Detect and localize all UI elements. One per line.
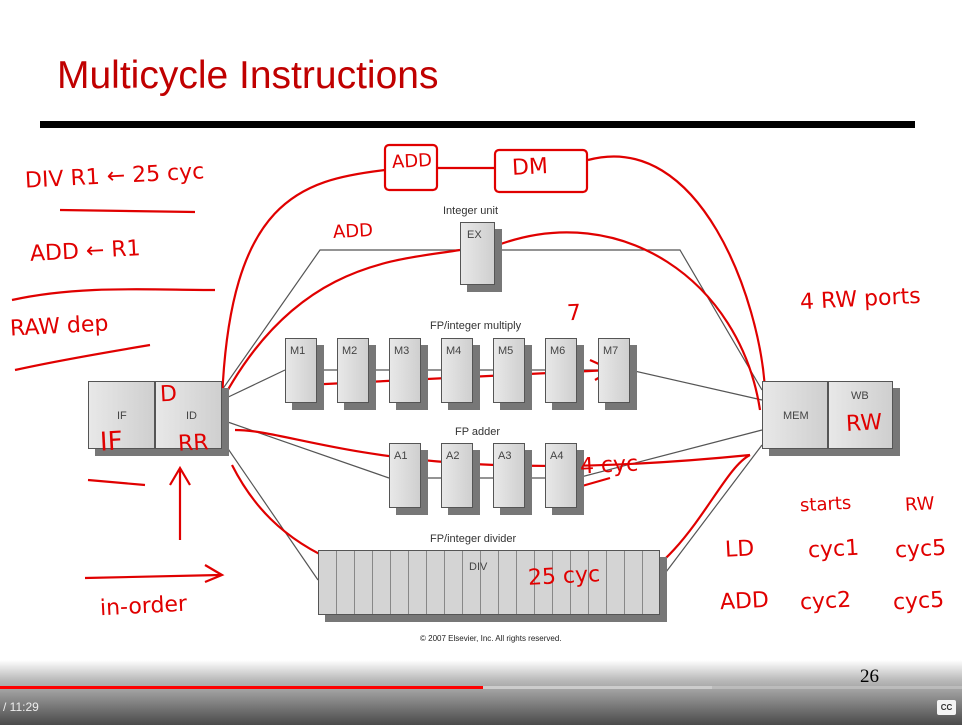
slide-title: Multicycle Instructions	[57, 54, 439, 97]
multiply-stage: M6	[545, 338, 577, 403]
divider-title: FP/integer divider	[430, 533, 517, 545]
note-rr: RR	[177, 430, 210, 457]
adder-stage: A1	[389, 443, 421, 508]
adder-title: FP adder	[455, 426, 501, 438]
time-display: / 11:29	[3, 700, 39, 714]
video-controls: / 11:29 CC	[0, 660, 962, 725]
id-stage: ID	[155, 381, 222, 449]
note-add-path: ADD	[332, 219, 374, 244]
adder-stage: A2	[441, 443, 473, 508]
wb-label: WB	[851, 390, 869, 402]
captions-button[interactable]: CC	[937, 700, 956, 715]
copyright: © 2007 Elsevier, Inc. All rights reserve…	[420, 634, 562, 643]
wb-stage: WB	[828, 381, 893, 449]
note-d: D	[159, 381, 178, 408]
note-add-start: cyc2	[799, 587, 852, 616]
mem-label: MEM	[783, 410, 809, 422]
id-label: ID	[186, 410, 197, 422]
adder-stage: A4	[545, 443, 577, 508]
note-ld-start: cyc1	[807, 535, 860, 564]
multiply-stage: M5	[493, 338, 525, 403]
note-ld: LD	[724, 536, 755, 563]
if-stage: IF	[88, 381, 155, 449]
note-starts: starts	[799, 492, 852, 517]
ex-label: EX	[467, 229, 482, 241]
note-4cyc: 4 cyc	[579, 451, 639, 480]
mem-stage: MEM	[762, 381, 828, 449]
multiply-stage: M2	[337, 338, 369, 403]
div-stage: DIV	[318, 550, 660, 615]
integer-unit-label: Integer unit	[443, 205, 499, 217]
page-number: 26	[860, 666, 879, 687]
note-add-rw: cyc5	[892, 587, 945, 616]
note-rw: RW	[845, 410, 883, 437]
div-label: DIV	[469, 561, 488, 573]
progress-bar[interactable]	[0, 686, 962, 689]
note-raw: RAW dep	[9, 311, 110, 342]
adder-stage: A3	[493, 443, 525, 508]
ex-stage: EX	[460, 222, 495, 285]
note-add-row: ADD	[719, 587, 770, 616]
note-rw-header: RW	[904, 493, 936, 516]
note-if: IF	[99, 426, 124, 458]
multiply-stage: M4	[441, 338, 473, 403]
if-label: IF	[117, 410, 127, 422]
note-25cyc: 25 cyc	[527, 562, 601, 591]
title-rule	[40, 121, 915, 128]
note-add-box: ADD	[391, 149, 433, 174]
multiply-stage: M3	[389, 338, 421, 403]
multiply-title: FP/integer multiply	[430, 320, 522, 332]
multiply-stage: M7	[598, 338, 630, 403]
note-dm-box: DM	[511, 154, 549, 181]
note-ld-rw: cyc5	[894, 535, 947, 564]
multiply-stage: M1	[285, 338, 317, 403]
note-seven: 7	[566, 300, 582, 327]
note-in-order: in-order	[99, 591, 188, 622]
played-bar	[0, 686, 483, 689]
